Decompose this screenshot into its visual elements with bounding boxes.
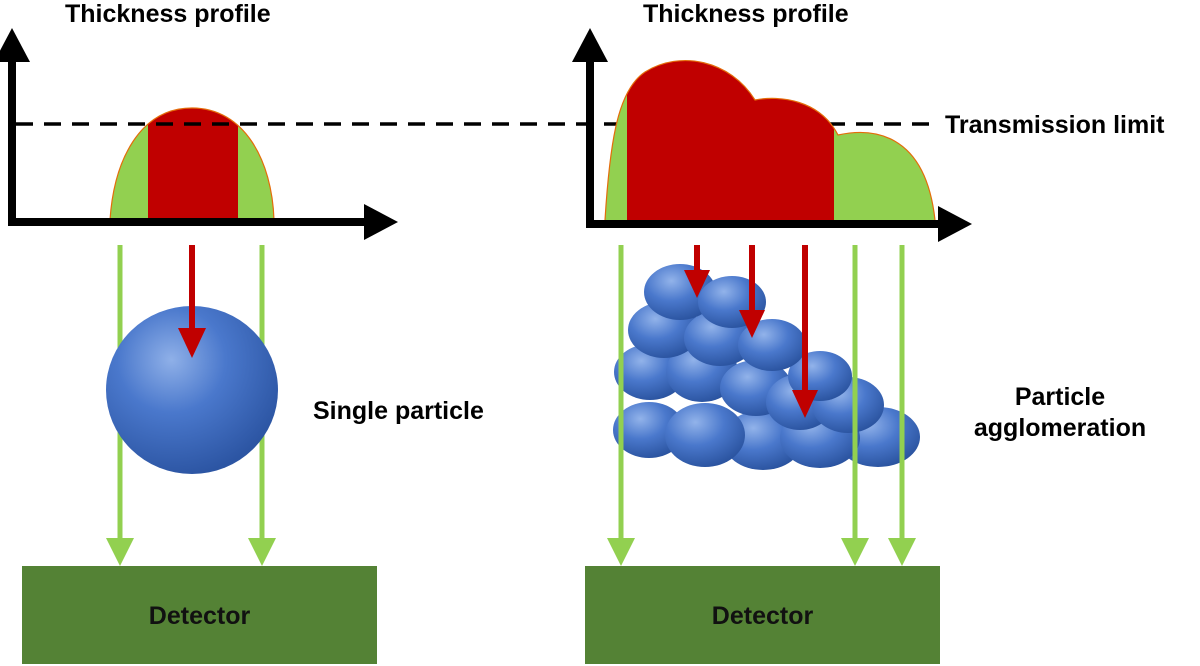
thickness-profile-left [109,107,275,221]
particle-agglomeration-cluster [613,264,920,470]
thickness-profile-title-left: Thickness profile [65,0,271,28]
axes-right [572,28,972,242]
detector-left [22,566,377,664]
detector-left-label: Detector [148,602,251,630]
single-particle-label: Single particle [313,397,484,425]
profile-shape-right [605,60,935,221]
beam-transmitted-right-3 [888,245,916,566]
beam-transmitted-right-1 [607,245,635,566]
detector-right [585,566,940,664]
beam-transmitted-right-2 [841,245,869,566]
beam-blocked-right-2 [739,245,765,338]
single-particle-sphere [106,306,278,474]
profile-shape-left [110,108,274,220]
beam-blocked-left [178,245,206,358]
particle-agglomeration-label: Particle agglomeration [973,383,1147,443]
axes-left [0,28,398,240]
thickness-profile-title-right: Thickness profile [643,0,849,28]
thickness-profile-right [604,59,936,221]
beam-blocked-right-3 [792,245,818,418]
transmission-limit-label: Transmission limit [945,111,1165,139]
detector-right-label: Detector [711,602,814,630]
beam-blocked-right-1 [684,245,710,298]
